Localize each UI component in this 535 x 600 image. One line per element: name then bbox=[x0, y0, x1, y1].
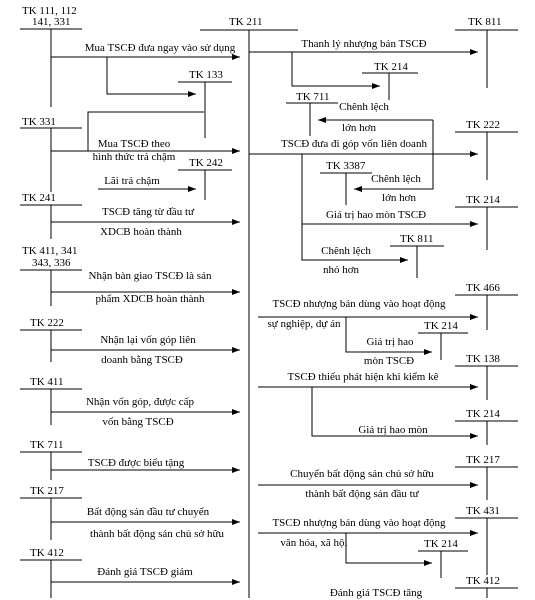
account-label-main: TK 211 bbox=[229, 16, 263, 28]
account-label: TK 217 bbox=[466, 454, 500, 466]
posting-arrow bbox=[345, 533, 432, 566]
account-label: TK 222 bbox=[30, 317, 64, 329]
account-label: TK 412 bbox=[30, 547, 64, 559]
account-label: TK 217 bbox=[30, 485, 64, 497]
account-label: TK 214 bbox=[424, 538, 458, 550]
account-label: TK 411 bbox=[30, 376, 64, 388]
account-line bbox=[87, 111, 204, 151]
posting-arrow bbox=[106, 57, 196, 97]
entry-label: Giá trị hao mòn bbox=[358, 424, 428, 436]
entry-label: TSCĐ được biếu tặng bbox=[87, 457, 185, 469]
account-label: TK 241 bbox=[22, 192, 56, 204]
account-label: TK 412 bbox=[466, 575, 500, 587]
account-label: TK 811 bbox=[400, 233, 434, 245]
entry-label: phẩm XDCB hoàn thành bbox=[95, 293, 205, 305]
entry-label: Nhận vốn góp, được cấp bbox=[85, 396, 195, 408]
entry-label: văn hóa, xã hội bbox=[280, 537, 348, 549]
entry-label: Chuyển bất động sản chủ sở hữu bbox=[290, 468, 434, 480]
entry-label: Chênh lệch bbox=[339, 101, 389, 113]
account-label: TK 431 bbox=[466, 505, 500, 517]
entry-label: vốn bằng TSCĐ bbox=[102, 416, 174, 428]
posting-arrow bbox=[345, 317, 432, 355]
account-label: TK 242 bbox=[189, 157, 223, 169]
account-label: TK 214 bbox=[424, 320, 458, 332]
entry-label: Đánh giá TSCĐ tăng bbox=[329, 587, 423, 599]
account-label: TK 711 bbox=[296, 91, 330, 103]
entry-label: doanh bằng TSCĐ bbox=[101, 354, 183, 366]
account-label: TK 214 bbox=[374, 61, 408, 73]
account-label: TK 133 bbox=[189, 69, 223, 81]
account-label: TK 811 bbox=[468, 16, 502, 28]
entry-label: TSCĐ thiếu phát hiện khi kiểm kê bbox=[287, 371, 439, 383]
entry-label: Giá trị hao bbox=[366, 336, 414, 348]
entry-label: nhỏ hơn bbox=[322, 264, 360, 276]
entry-label: thành bất động sản chủ sở hữu bbox=[90, 528, 224, 540]
account-label: TK 214 bbox=[466, 194, 500, 206]
account-label: TK 111, 112 bbox=[22, 5, 77, 17]
account-label: 343, 336 bbox=[32, 257, 71, 269]
entry-label: TSCĐ nhượng bán dùng vào hoạt động bbox=[272, 517, 446, 529]
entry-label: Đánh giá TSCĐ giảm bbox=[97, 566, 193, 578]
entry-label: TSCĐ đưa đi góp vốn liên doanh bbox=[281, 138, 427, 150]
entry-label: Lãi trả chậm bbox=[104, 175, 160, 187]
account-label: TK 138 bbox=[466, 353, 500, 365]
entry-label: Thanh lý nhượng bán TSCĐ bbox=[301, 38, 427, 50]
account-label: TK 214 bbox=[466, 408, 500, 420]
posting-arrow bbox=[301, 224, 408, 263]
entry-label: Chênh lệch bbox=[321, 245, 371, 257]
account-label: TK 222 bbox=[466, 119, 500, 131]
posting-arrow bbox=[311, 387, 478, 439]
account-label: TK 711 bbox=[30, 439, 64, 451]
entry-label: hình thức trả chậm bbox=[92, 151, 176, 163]
entry-label: Chênh lệch bbox=[371, 173, 421, 185]
account-label: TK 466 bbox=[466, 282, 500, 294]
entry-label: Mua TSCĐ đưa ngay vào sử dụng bbox=[84, 42, 236, 54]
entry-label: lớn hơn bbox=[342, 122, 376, 134]
entry-label: Bất động sản đầu tư chuyển bbox=[86, 506, 210, 518]
entry-label: Nhận lại vốn góp liên bbox=[100, 334, 196, 346]
entry-label: TSCĐ tăng từ đầu tư bbox=[102, 206, 194, 218]
entry-label: mòn TSCĐ bbox=[363, 355, 415, 367]
account-label: TK 411, 341 bbox=[22, 245, 78, 257]
account-label: TK 3387 bbox=[326, 160, 366, 172]
entry-label: lớn hơn bbox=[382, 192, 416, 204]
entry-label: Giá trị hao mòn TSCĐ bbox=[325, 209, 427, 221]
account-label: 141, 331 bbox=[32, 16, 71, 28]
posting-arrow bbox=[291, 52, 380, 89]
entry-label: sự nghiệp, dự án bbox=[267, 318, 341, 330]
entry-label: Nhận bàn giao TSCĐ là sản bbox=[88, 270, 212, 282]
entry-label: XDCB hoàn thành bbox=[100, 226, 182, 238]
entry-label: Mua TSCĐ theo bbox=[97, 138, 171, 150]
account-label: TK 331 bbox=[22, 116, 56, 128]
entry-label: thành bất động sản đầu tư bbox=[305, 488, 419, 500]
entry-label: TSCĐ nhượng bán dùng vào hoạt động bbox=[272, 298, 446, 310]
